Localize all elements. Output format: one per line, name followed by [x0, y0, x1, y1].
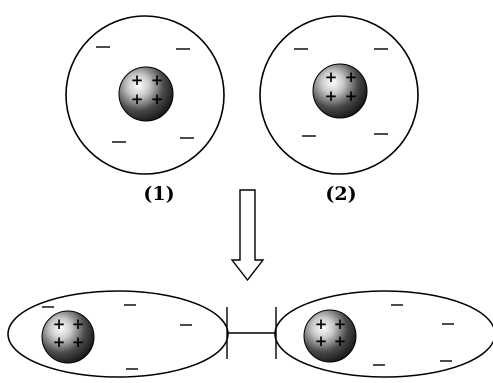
atom-2: + + + + (2)	[259, 15, 419, 205]
left-electrons	[42, 304, 192, 370]
nucleus-charge: +	[315, 332, 328, 350]
nucleus-charge: +	[72, 333, 85, 351]
down-arrow-icon	[230, 189, 265, 282]
nucleus-charge: +	[315, 315, 328, 333]
atom-2-nucleus: + + + +	[312, 63, 368, 119]
atom-1-electrons	[96, 46, 194, 143]
right-electron-cloud	[274, 290, 493, 378]
nucleus-charge: +	[131, 90, 144, 108]
nucleus-charge: +	[72, 315, 85, 333]
atom-1: + + + + (1)	[65, 15, 225, 205]
nucleus-charge: +	[151, 71, 164, 89]
nucleus-charge: +	[151, 90, 164, 108]
polarized-atom-left: + + + +	[7, 290, 229, 378]
nucleus-charge: +	[334, 332, 347, 350]
atom-1-cloud	[65, 15, 225, 175]
nucleus-charge: +	[53, 333, 66, 351]
atom-2-cloud	[259, 15, 419, 175]
bond-bracket	[226, 307, 277, 359]
atom-2-label: (2)	[325, 183, 356, 205]
right-electrons	[373, 304, 454, 366]
nucleus-charge: +	[325, 68, 338, 86]
nucleus-charge: +	[131, 71, 144, 89]
nucleus-charge: +	[325, 87, 338, 105]
polarized-atom-right: + + + +	[274, 290, 493, 378]
bonded-molecule: + + + + + + +	[7, 290, 493, 378]
right-nucleus: + + + +	[303, 309, 357, 363]
left-electron-cloud	[7, 290, 229, 378]
nucleus-charge: +	[334, 315, 347, 333]
nucleus-charge: +	[345, 68, 358, 86]
nucleus-charge: +	[53, 315, 66, 333]
atom-1-nucleus: + + + +	[118, 66, 174, 122]
nucleus-charge: +	[345, 87, 358, 105]
left-nucleus: + + + +	[41, 310, 95, 364]
atom-2-electrons	[294, 48, 388, 137]
atom-1-label: (1)	[143, 183, 174, 205]
